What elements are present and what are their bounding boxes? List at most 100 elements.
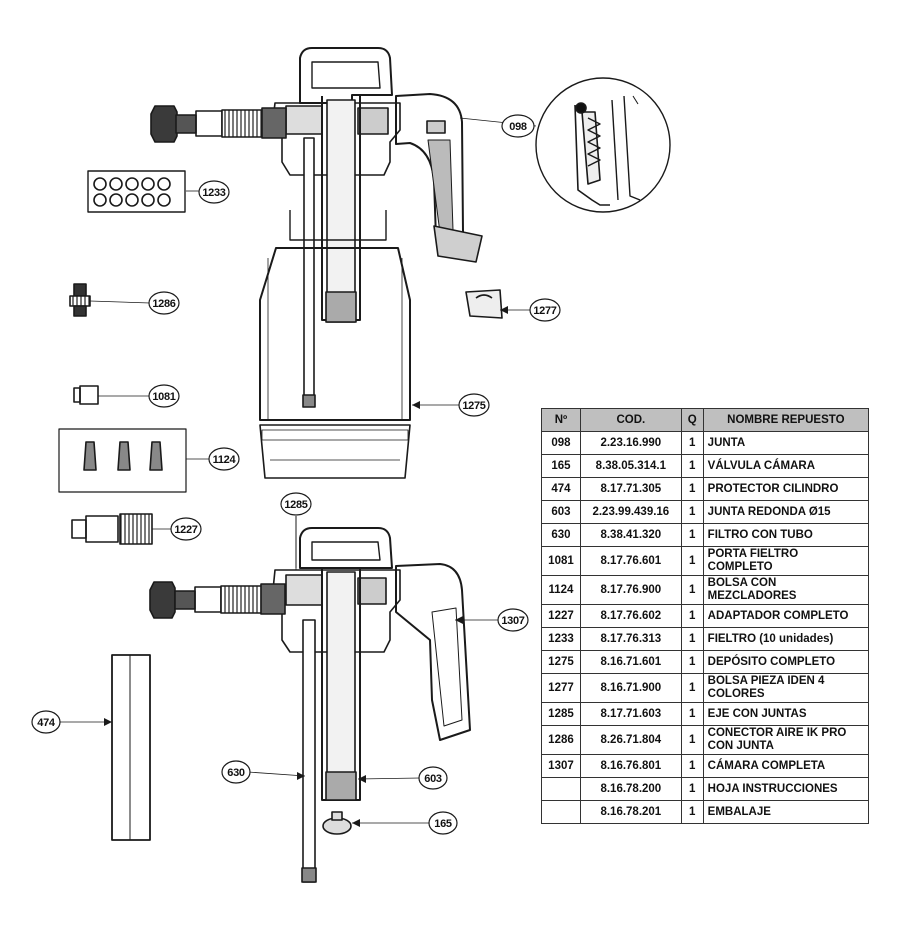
cell-code: 8.17.71.603: [579, 702, 682, 726]
cell-code: 8.17.76.601: [579, 546, 682, 576]
cell-quantity: 1: [680, 477, 704, 501]
cell-code: 8.16.78.201: [579, 800, 682, 824]
cell-part-name: CONECTOR AIRE IK PRO CON JUNTA: [702, 725, 870, 755]
cell-quantity: 1: [680, 454, 704, 478]
header-part-name: NOMBRE REPUESTO: [702, 408, 870, 432]
callout-label-603: 603: [424, 773, 442, 785]
part-1227-adapter: [71, 513, 153, 545]
part-1286-air-connector: [69, 283, 91, 317]
cell-number: 098: [541, 431, 581, 455]
cell-quantity: 1: [680, 627, 704, 651]
cell-number: 630: [541, 523, 581, 547]
callout-label-1307: 1307: [501, 615, 524, 627]
cell-code: 8.16.71.601: [579, 650, 682, 674]
sprayer-assembly-bottom: [149, 516, 471, 883]
cell-number: 1124: [541, 575, 581, 605]
cell-code: 8.16.78.200: [579, 777, 682, 801]
cell-quantity: 1: [680, 523, 704, 547]
cell-code: 2.23.16.990: [579, 431, 682, 455]
cell-part-name: JUNTA: [702, 431, 870, 455]
header-number: Nº: [541, 408, 581, 432]
cell-number: 1307: [541, 754, 581, 778]
cell-part-name: EMBALAJE: [702, 800, 870, 824]
callout-label-1124: 1124: [213, 454, 237, 466]
cell-number: 1233: [541, 627, 581, 651]
cell-number: 603: [541, 500, 581, 524]
cell-part-name: VÁLVULA CÁMARA: [702, 454, 870, 478]
leader-arrowheads: [104, 306, 508, 827]
callout-label-1285: 1285: [284, 499, 307, 511]
parts-table-header-row: Nº COD. Q NOMBRE REPUESTO: [541, 408, 870, 432]
cell-quantity: 1: [680, 500, 704, 524]
cell-code: 8.38.05.314.1: [579, 454, 682, 478]
callout-label-165: 165: [434, 818, 452, 830]
header-quantity: Q: [680, 408, 704, 432]
cell-number: [541, 800, 581, 824]
cell-part-name: BOLSA PIEZA IDEN 4 COLORES: [702, 673, 870, 703]
cell-quantity: 1: [680, 800, 704, 824]
callout-label-1081: 1081: [152, 391, 175, 403]
cell-number: 1285: [541, 702, 581, 726]
part-474-cylinder-protector: [111, 654, 151, 841]
cell-code: 8.17.76.900: [579, 575, 682, 605]
cell-number: 1275: [541, 650, 581, 674]
cell-quantity: 1: [680, 777, 704, 801]
cell-part-name: DEPÓSITO COMPLETO: [702, 650, 870, 674]
cell-part-name: FIELTRO (10 unidades): [702, 627, 870, 651]
cell-code: 8.16.71.900: [579, 673, 682, 703]
cell-number: 165: [541, 454, 581, 478]
cell-quantity: 1: [680, 725, 704, 755]
cell-quantity: 1: [680, 575, 704, 605]
part-1233-felt-sheet: [87, 170, 186, 213]
cell-part-name: HOJA INSTRUCCIONES: [702, 777, 870, 801]
cell-code: 8.17.76.602: [579, 604, 682, 628]
cell-code: 8.38.41.320: [579, 523, 682, 547]
cell-part-name: FILTRO CON TUBO: [702, 523, 870, 547]
header-code: COD.: [579, 408, 682, 432]
cell-code: 8.17.71.305: [579, 477, 682, 501]
callout-label-1227: 1227: [174, 524, 197, 536]
cell-number: 474: [541, 477, 581, 501]
part-1277-id-piece: [465, 289, 503, 319]
cell-quantity: 1: [680, 702, 704, 726]
cell-part-name: JUNTA REDONDA Ø15: [702, 500, 870, 524]
callout-label-1286: 1286: [152, 298, 175, 310]
cell-part-name: PROTECTOR CILINDRO: [702, 477, 870, 501]
callout-label-474: 474: [37, 717, 56, 729]
callout-circles: [31, 114, 561, 835]
cell-quantity: 1: [680, 754, 704, 778]
cell-code: 8.16.76.801: [579, 754, 682, 778]
part-1124-mixers-bag: [58, 428, 187, 493]
cell-code: 8.17.76.313: [579, 627, 682, 651]
cell-quantity: 1: [680, 604, 704, 628]
cell-code: 2.23.99.439.16: [579, 500, 682, 524]
leader-lines: [58, 117, 537, 824]
cell-part-name: ADAPTADOR COMPLETO: [702, 604, 870, 628]
cell-code: 8.26.71.804: [579, 725, 682, 755]
cell-number: 1277: [541, 673, 581, 703]
cell-number: 1227: [541, 604, 581, 628]
cell-number: 1286: [541, 725, 581, 755]
cell-quantity: 1: [680, 650, 704, 674]
cell-quantity: 1: [680, 431, 704, 455]
cell-quantity: 1: [680, 673, 704, 703]
callout-label-630: 630: [227, 767, 245, 779]
cell-part-name: CÁMARA COMPLETA: [702, 754, 870, 778]
callout-label-1275: 1275: [462, 400, 485, 412]
